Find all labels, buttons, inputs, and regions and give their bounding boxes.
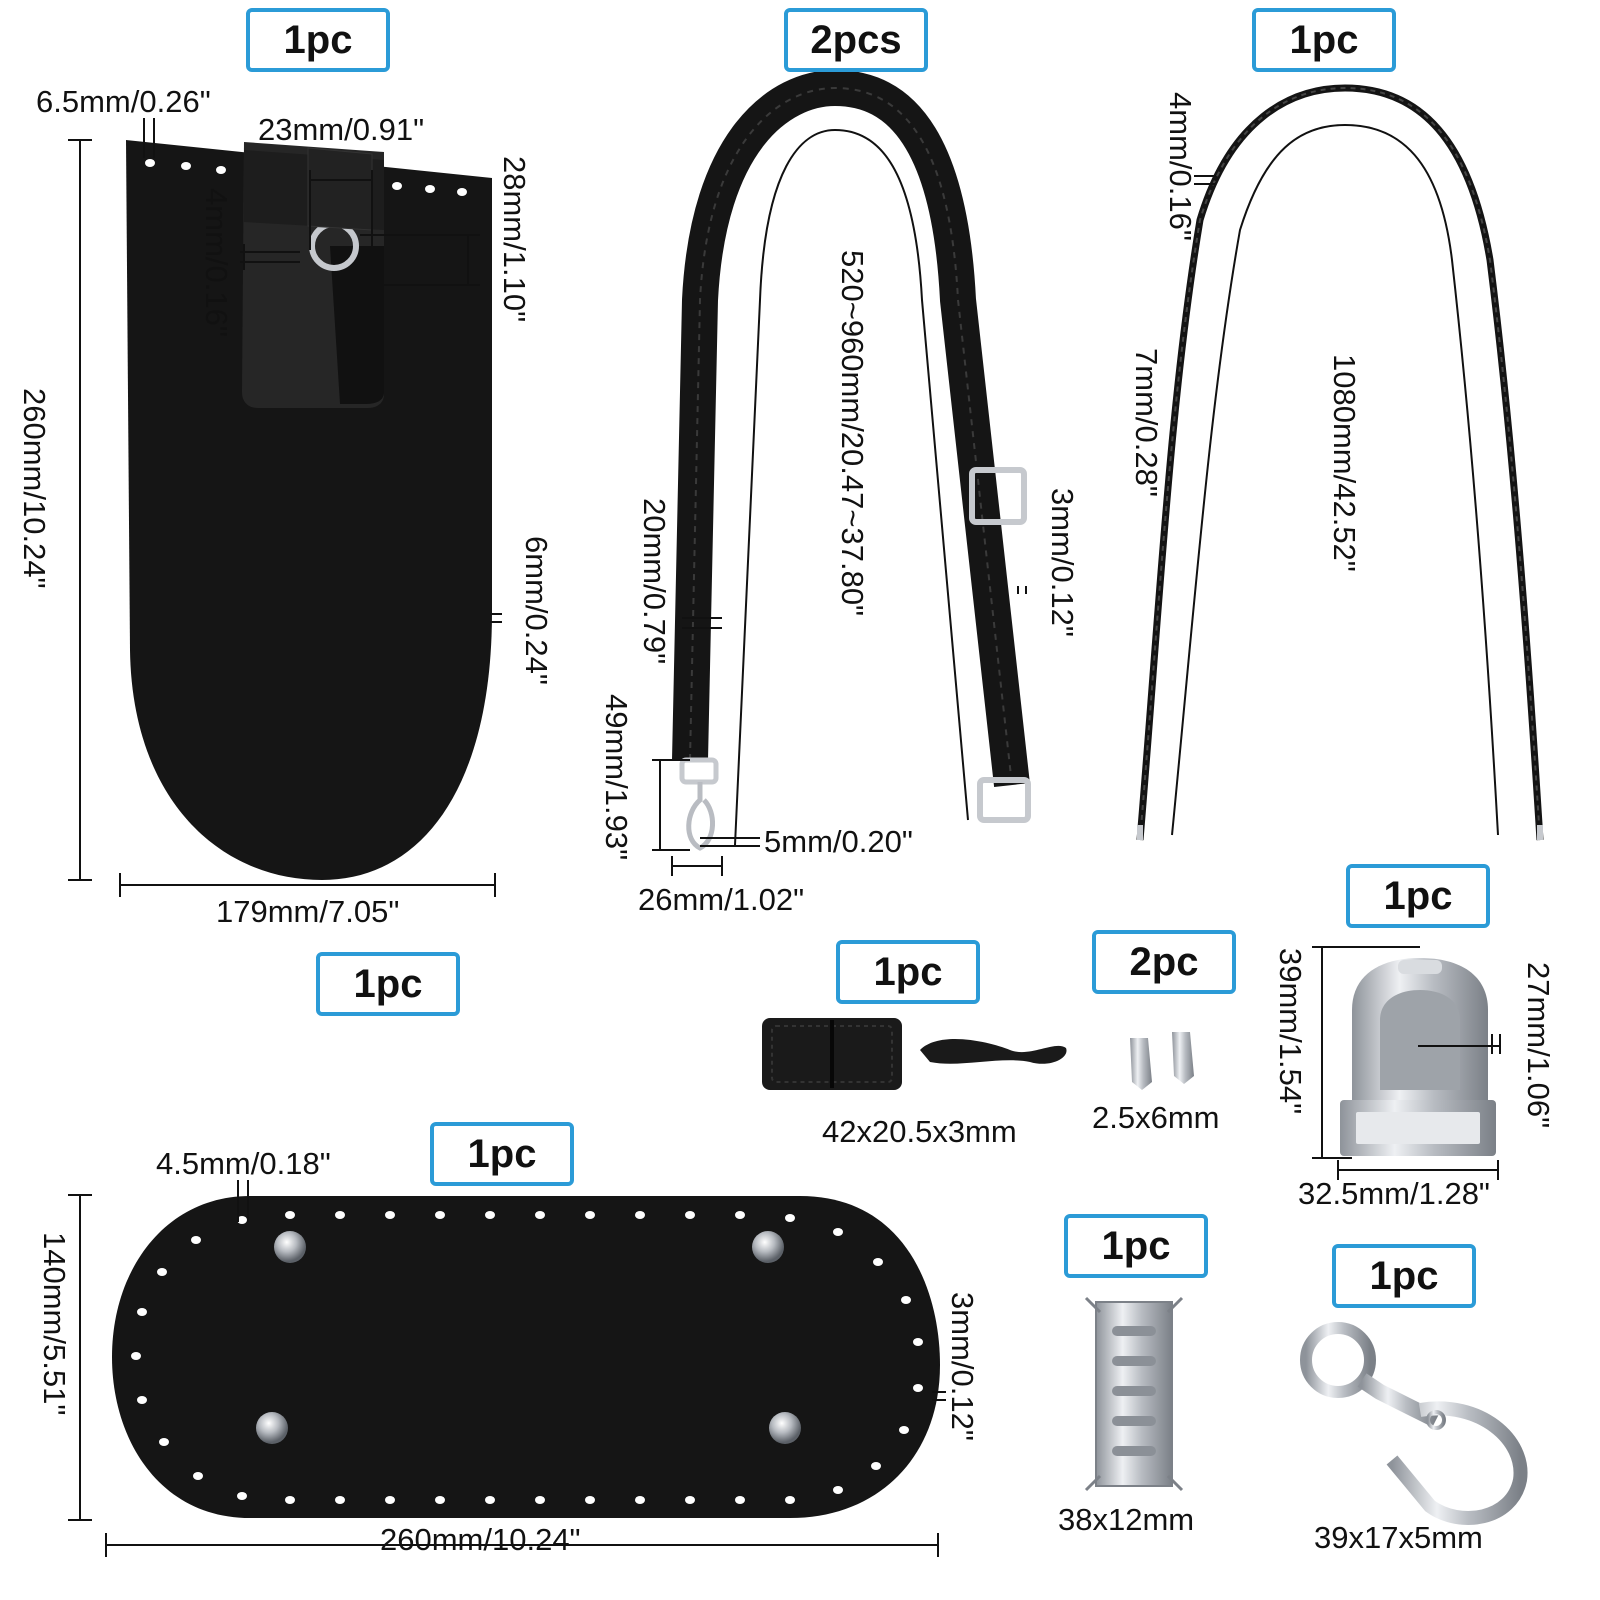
metal-backing-plate [1084,1296,1184,1492]
cord-dimension-lines [1171,123,1499,836]
clasp-size-label: 39x17x5mm [1314,1520,1483,1555]
flap-leather-panel [126,140,492,880]
hook-width-label: 26mm/1.02" [638,882,805,917]
lock-width-label: 32.5mm/1.28" [1298,1176,1490,1211]
cord-thickness-label: 4mm/0.16" [1163,92,1198,241]
bottom-count-badge: 1pc [430,1122,574,1186]
turn-lock [1340,958,1496,1156]
flap-count-badge: 1pc [246,8,390,72]
shoulder-strap-count-badge: 2pcs [784,8,928,72]
flap-hole-size-label: 6.5mm/0.26" [36,84,211,119]
loop-count-badge: 1pc [836,940,980,1004]
shoulder-strap-thickness-label: 3mm/0.12" [1045,488,1080,637]
shoulder-strap-dimension-lines [652,128,1027,876]
bottom-leather-panel [112,1196,940,1518]
bottom-rivets [256,1231,801,1444]
screws-size-label: 2.5x6mm [1092,1100,1220,1135]
cord-width-label: 7mm/0.28" [1129,348,1164,497]
swivel-clasp [1300,1322,1528,1525]
lock-inner-label: 27mm/1.06" [1521,962,1556,1129]
screws-count-badge: 2pc [1092,930,1236,994]
shoulder-strap [672,69,1031,851]
bottom-height-label: 140mm/5.51" [37,1232,72,1416]
flap-width-label: 179mm/7.05" [216,894,400,929]
flap-ring-height-label: 28mm/1.10" [497,156,532,323]
loop-size-label: 42x20.5x3mm [822,1114,1017,1149]
flap-height-label: 260mm/10.24" [17,388,52,589]
flap-dimension-lines [68,118,502,897]
cord-count-badge: 1pc [1252,8,1396,72]
lock-count-badge: 1pc [1346,864,1490,928]
bottom-hole-size-label: 4.5mm/0.18" [156,1146,331,1181]
flap-tab-width-label: 4mm/0.16" [199,188,234,337]
cord-length-label: 1080mm/42.52" [1327,354,1362,572]
screws [1130,1032,1194,1090]
clasp-count-badge: 1pc [1332,1244,1476,1308]
bottom-stitch-holes [131,1211,923,1504]
plate-size-label: 38x12mm [1058,1502,1195,1537]
shoulder-strap-width-label: 20mm/0.79" [637,498,672,665]
shoulder-strap-length-label: 520~960mm/20.47~37.80" [835,250,870,617]
plate-count-badge: 1pc [1064,1214,1208,1278]
hook-thickness-label: 5mm/0.20" [764,824,913,859]
bottom-count-badge-upper: 1pc [316,952,460,1016]
flap-stitch-holes [145,159,467,196]
bottom-length-label: 260mm/10.24" [380,1522,581,1557]
leather-loop [762,1018,1067,1090]
hook-length-label: 49mm/1.93" [599,694,634,861]
bottom-thickness-label: 3mm/0.12" [945,1292,980,1441]
lock-height-label: 39mm/1.54" [1273,948,1308,1115]
flap-strap-width-label: 23mm/0.91" [258,112,425,147]
bottom-dimension-lines [68,1180,946,1557]
cord [1136,84,1544,841]
flap-edge-thickness-label: 6mm/0.24" [519,536,554,685]
lock-dimension-lines [1312,946,1501,1180]
